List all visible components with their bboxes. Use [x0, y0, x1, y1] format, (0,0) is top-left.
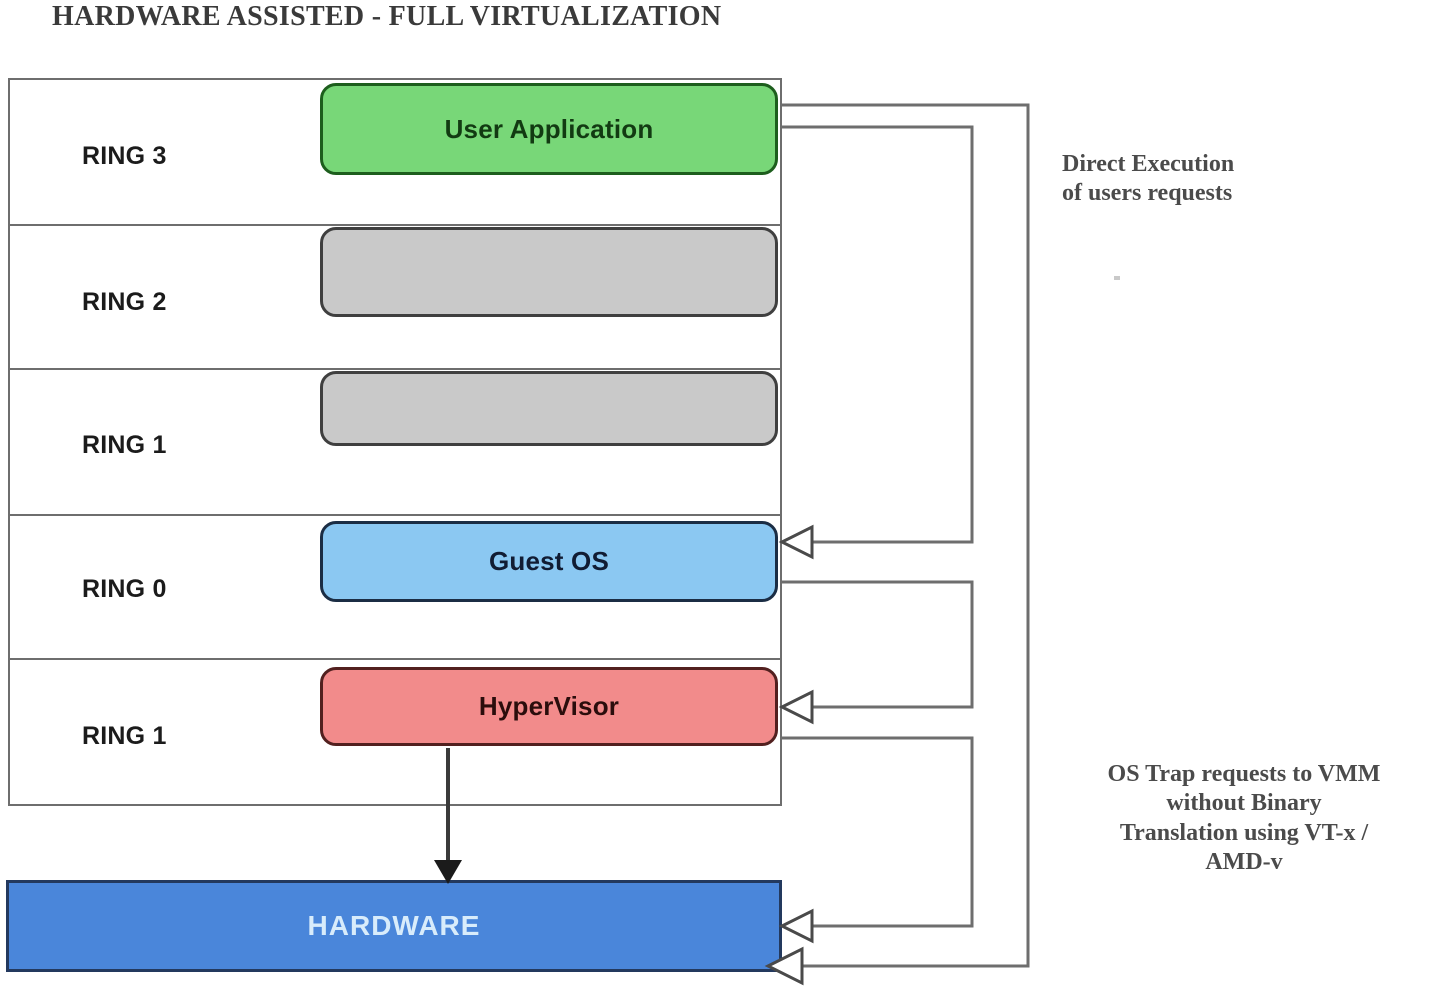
note-direct-execution: Direct Execution of users requests	[1062, 151, 1235, 207]
ring-label-1: RING 1	[82, 431, 167, 459]
page-title: HARDWARE ASSISTED - FULL VIRTUALIZATION	[52, 1, 722, 32]
ring-label-1b: RING 1	[82, 722, 167, 750]
arrowhead-hardware-right	[778, 908, 814, 944]
ring-label-2: RING 2	[82, 288, 167, 316]
ring-divider-4	[8, 658, 782, 660]
connector-user-app-to-hardware-bottom	[782, 103, 1030, 968]
hypervisor-box[interactable]: HyperVisor	[320, 667, 778, 746]
guest-os-label: Guest OS	[488, 546, 610, 576]
ring1-placeholder-box[interactable]	[320, 371, 778, 446]
ring2-placeholder-box[interactable]	[320, 227, 778, 317]
ring-divider-2	[8, 368, 782, 370]
guest-os-box[interactable]: Guest OS	[320, 521, 778, 602]
ring-divider-1	[8, 224, 782, 226]
stray-mark	[1114, 276, 1120, 280]
note-os-trap: OS Trap requests to VMM without Binary T…	[1107, 761, 1381, 875]
ring-divider-3	[8, 514, 782, 516]
user-application-label: User Application	[444, 113, 654, 144]
connector-hypervisor-to-hardware	[782, 736, 974, 928]
arrowhead-guest-os	[778, 524, 814, 560]
connector-user-app-to-guest-os	[782, 125, 974, 544]
ring-label-3: RING 3	[82, 142, 167, 170]
arrowhead-hypervisor	[778, 689, 814, 725]
user-application-box[interactable]: User Application	[320, 83, 778, 175]
ring-label-0: RING 0	[82, 575, 167, 603]
hardware-box[interactable]: HARDWARE	[6, 880, 782, 972]
hardware-label: HARDWARE	[307, 910, 481, 941]
connector-guest-os-to-hypervisor	[782, 580, 974, 709]
hypervisor-label: HyperVisor	[478, 691, 620, 721]
